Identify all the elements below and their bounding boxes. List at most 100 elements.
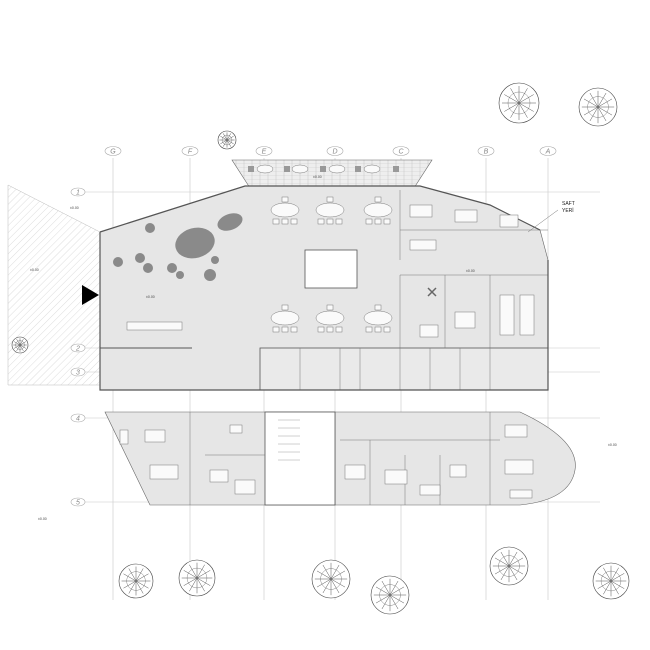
hatched-terrace — [7, 184, 101, 386]
chair — [317, 326, 325, 333]
lower-rooms-band — [259, 347, 549, 391]
table — [499, 294, 515, 336]
elevation-mark: ±0.00 — [30, 268, 39, 272]
grid-bubble — [539, 146, 557, 156]
chair — [383, 218, 391, 225]
grid-bubble — [181, 146, 199, 156]
tree-icon — [217, 130, 237, 150]
elevation-mark: ±0.00 — [313, 175, 322, 179]
trees — [11, 82, 630, 615]
chair — [374, 304, 382, 311]
top-planter — [231, 159, 433, 189]
atrium-void — [304, 249, 358, 289]
grid-bubble — [70, 187, 86, 197]
planter-seats — [248, 164, 399, 174]
table — [499, 214, 519, 228]
elevation-mark: ±0.00 — [146, 295, 155, 299]
furniture — [419, 484, 441, 496]
table — [419, 324, 439, 338]
chair — [335, 326, 343, 333]
furniture — [144, 429, 166, 443]
grid-bubble — [70, 367, 86, 377]
furniture — [509, 489, 533, 499]
lower-furniture — [119, 424, 534, 499]
table — [409, 204, 433, 218]
tree-icon — [498, 82, 540, 124]
chair — [383, 326, 391, 333]
tree-icon — [118, 563, 154, 599]
desk — [315, 310, 345, 326]
elevation-mark: ±0.00 — [38, 517, 47, 521]
desk-clusters — [270, 196, 535, 338]
chair — [374, 326, 382, 333]
furniture — [344, 464, 366, 480]
tree-icon — [578, 87, 618, 127]
grid-bubble — [104, 146, 122, 156]
table — [454, 209, 478, 223]
grid-bubble — [70, 497, 86, 507]
chair — [326, 196, 334, 203]
tree-icon — [489, 546, 529, 586]
shaft-label-line2: YERİ — [562, 207, 574, 214]
chair — [326, 326, 334, 333]
grid-bubble — [70, 343, 86, 353]
chair — [290, 218, 298, 225]
tree-icon — [370, 575, 410, 615]
chair — [272, 218, 280, 225]
furniture — [119, 429, 129, 445]
chair — [272, 326, 280, 333]
reception-counter — [126, 321, 183, 331]
desk — [363, 310, 393, 326]
grid-bubble — [326, 146, 344, 156]
grid-column-label: B — [484, 149, 489, 156]
grid-column-label: F — [188, 149, 193, 156]
furniture — [209, 469, 229, 483]
chair — [374, 218, 382, 225]
chair — [374, 196, 382, 203]
grid-column-label: E — [262, 149, 267, 156]
table — [409, 239, 437, 251]
furniture — [449, 464, 467, 478]
table — [519, 294, 535, 336]
chair — [290, 326, 298, 333]
elevation-mark: ±0.00 — [608, 443, 617, 447]
chair — [326, 218, 334, 225]
organic-seating — [113, 213, 243, 281]
chair — [317, 218, 325, 225]
grid-row-label: 2 — [75, 346, 80, 353]
elevation-marks: ±0.00 ±0.00 ±0.00 ±0.00 ±0.00 ±0.00 ±0.0… — [30, 175, 617, 521]
furniture — [149, 464, 179, 480]
grid-bubble — [255, 146, 273, 156]
desk — [315, 202, 345, 218]
grid-column-label: G — [110, 149, 116, 156]
grid-bubble — [70, 413, 86, 423]
grid-row-label: 4 — [76, 416, 80, 423]
tree-icon — [178, 559, 216, 597]
tree-icon — [592, 562, 630, 600]
grid-row-label: 5 — [76, 500, 80, 507]
furniture — [234, 479, 256, 495]
furniture — [504, 459, 534, 475]
grid-row-label: 3 — [76, 370, 80, 377]
chair — [365, 218, 373, 225]
grid-row-label: 1 — [76, 190, 80, 197]
desk — [363, 202, 393, 218]
chair — [281, 218, 289, 225]
tree-icon — [311, 559, 351, 599]
stair-core — [264, 411, 336, 506]
grid-column-label: A — [545, 149, 551, 156]
furniture — [229, 424, 243, 434]
chair — [281, 326, 289, 333]
stair-treads — [278, 419, 300, 461]
round-table — [427, 287, 437, 297]
grid-bubble — [392, 146, 410, 156]
elevation-mark: ±0.00 — [466, 269, 475, 273]
table — [454, 311, 476, 329]
shaft-label-line1: SAFT — [562, 201, 575, 207]
chair — [281, 304, 289, 311]
furniture — [504, 424, 528, 438]
chair — [335, 218, 343, 225]
furniture — [384, 469, 408, 485]
